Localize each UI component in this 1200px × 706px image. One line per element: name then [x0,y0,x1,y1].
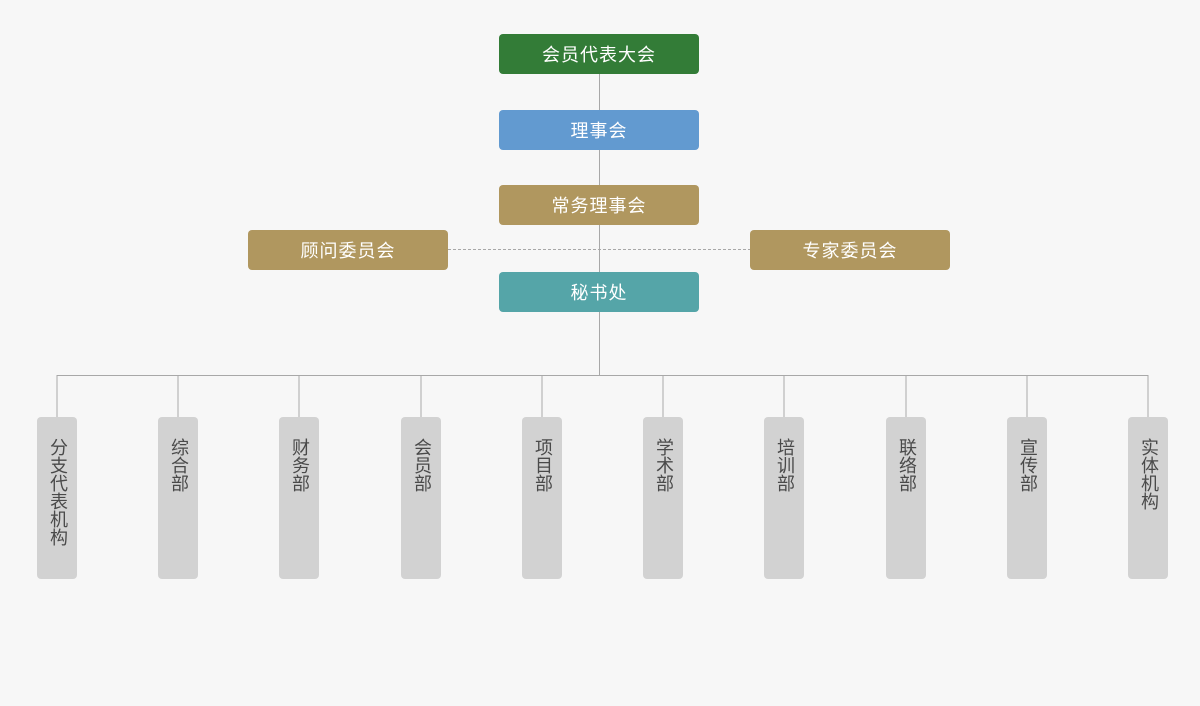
node-secretariat: 秘书处 [499,272,699,312]
node-member-assembly: 会员代表大会 [499,34,699,74]
dept-membership: 会员部 [401,417,441,579]
dept-publicity: 宣传部 [1007,417,1047,579]
department-drop-lines [56,375,1149,417]
dept-projects: 项目部 [522,417,562,579]
dept-general-affairs: 综合部 [158,417,198,579]
dept-label: 综合部 [168,438,189,492]
node-standing-council-label: 常务理事会 [551,196,647,217]
node-advisory-committee: 顾问委员会 [248,230,448,270]
dept-academic: 学术部 [643,417,683,579]
dept-entity-institutions: 实体机构 [1128,417,1168,579]
dept-finance: 财务部 [279,417,319,579]
node-secretariat-label: 秘书处 [570,283,628,304]
node-council: 理事会 [499,110,699,150]
dept-label: 项目部 [532,438,553,492]
dept-label: 学术部 [653,438,674,492]
dept-training: 培训部 [764,417,804,579]
dept-liaison: 联络部 [886,417,926,579]
dept-label: 培训部 [774,438,795,492]
dept-label: 宣传部 [1017,438,1038,492]
node-expert-committee-label: 专家委员会 [802,241,898,262]
node-council-label: 理事会 [570,121,628,142]
dept-label: 财务部 [289,438,310,492]
department-row: 分支代表机构 综合部 财务部 会员部 项目部 学术部 培训部 联络部 宣传部 实… [0,417,1200,579]
dept-label: 实体机构 [1138,438,1159,510]
dept-label: 联络部 [896,438,917,492]
node-member-assembly-label: 会员代表大会 [542,45,656,66]
dept-label: 会员部 [411,438,432,492]
dept-branch-agencies: 分支代表机构 [37,417,77,579]
dept-label: 分支代表机构 [47,438,68,546]
node-expert-committee: 专家委员会 [750,230,950,270]
node-standing-council: 常务理事会 [499,185,699,225]
node-advisory-committee-label: 顾问委员会 [300,241,396,262]
